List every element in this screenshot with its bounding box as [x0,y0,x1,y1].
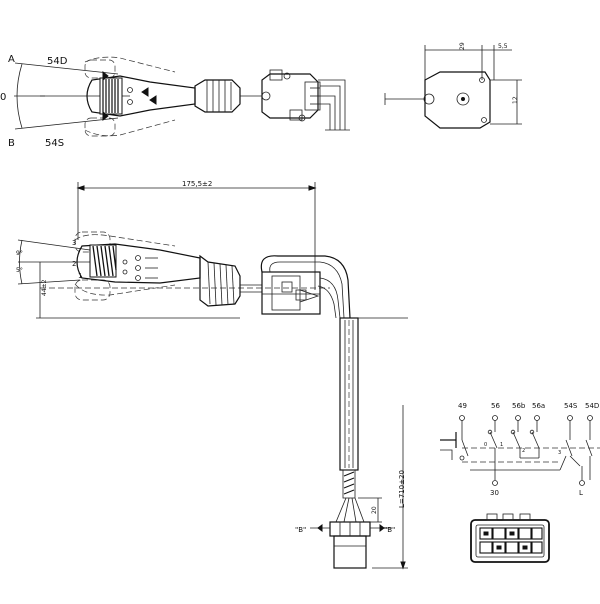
terminal-56b: 56b [512,402,526,410]
dim-length: 175,5±2 [182,180,212,188]
dim-20: 20 [371,506,378,514]
terminal-54D: 54D [585,402,599,410]
sw-label-2: 2 [522,448,525,454]
sw-label-3: 3 [558,450,561,456]
connector-end-view: 29 5,5 12 [384,42,522,129]
dim-5-5: 5,5 [498,43,508,50]
section-B-right: "B" [384,526,395,534]
label-54S: 54S [45,138,64,149]
connector-face-view [470,513,550,563]
terminal-49: 49 [458,402,467,410]
angle-5: 5° [16,267,23,274]
side-view: 175,5±2 9° 5° 3 2 1 [16,180,408,570]
pos-3: 3 [72,239,76,247]
dim-44: 44±2 [41,279,48,296]
pos-2: 2 [72,260,76,268]
cable-length: L=710±20 [398,470,406,508]
angle-9: 9° [16,250,23,257]
label-0: 0 [0,92,6,103]
pos-1: 1 [78,272,82,280]
label-A: A [8,54,15,65]
label-54D: 54D [47,56,68,67]
terminal-56a: 56a [532,402,545,410]
bottom-30: 30 [490,489,499,497]
sw-label-1: 1 [500,442,503,448]
label-B: B [8,138,15,149]
knurl-texture [102,79,119,113]
knurl-texture-side [89,244,117,278]
section-B-left: "B" [295,526,306,534]
sw-label-0: 0 [484,442,487,448]
terminal-56: 56 [491,402,500,410]
bottom-L: L [579,489,583,497]
dim-12: 12 [512,96,519,104]
dim-29: 29 [459,42,466,50]
terminal-54S: 54S [564,402,578,410]
wiring-schematic: 49 56 56b 56a 54S 54D 0 1 [440,402,600,497]
top-view: A 0 B 54D 54S [0,54,350,149]
